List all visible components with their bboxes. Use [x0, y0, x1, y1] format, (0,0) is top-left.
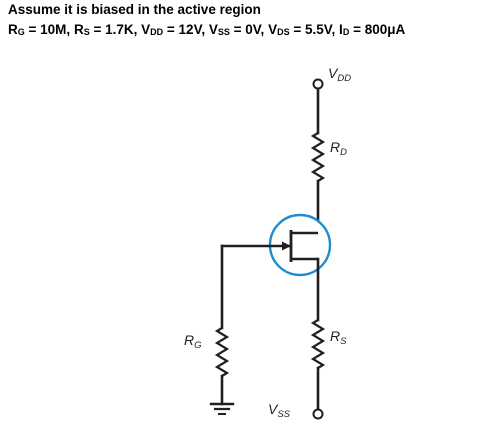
ground-icon [209, 402, 235, 415]
rs-resistor-icon [310, 319, 326, 369]
param-id: ID = 800μA [339, 22, 406, 37]
param-rg: RG = 10M [8, 22, 67, 37]
problem-heading: Assume it is biased in the active region [8, 2, 261, 17]
rg-label: RG [184, 332, 202, 351]
rd-label: RD [330, 139, 347, 158]
problem-params: RG = 10M, RS = 1.7K, VDD = 12V, VSS = 0V… [8, 22, 406, 37]
jfet-gate-arrow-icon [282, 241, 291, 251]
param-vss: VSS = 0V [208, 22, 261, 37]
jfet-transistor-icon [220, 213, 332, 277]
param-vdd: VDD = 12V [141, 22, 202, 37]
param-rs: RS = 1.7K [73, 22, 134, 37]
vss-label: VSS [268, 401, 291, 420]
param-vds: VDS = 5.5V [268, 22, 332, 37]
rd-resistor-icon [310, 132, 326, 182]
rg-resistor-icon [214, 327, 230, 377]
vdd-label: VDD [328, 65, 351, 84]
vdd-terminal-icon [312, 78, 324, 90]
rs-label: RS [330, 328, 347, 347]
vss-terminal-icon [312, 408, 324, 420]
